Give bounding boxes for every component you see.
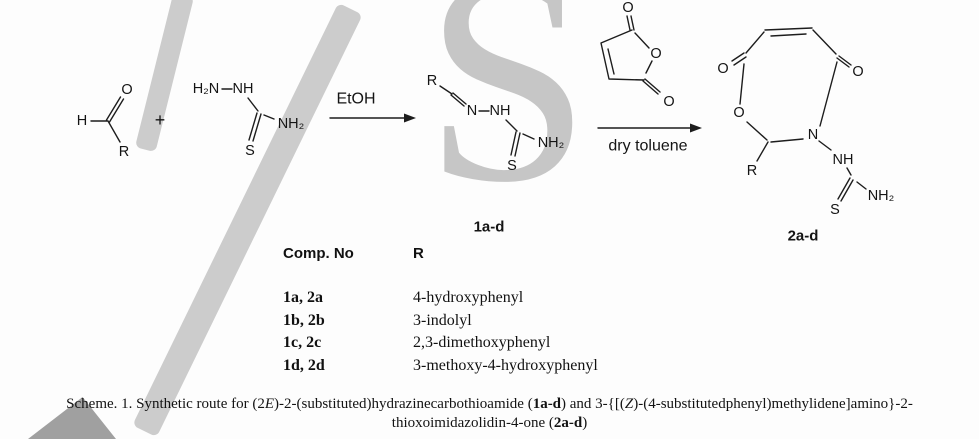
- thiosemicarbazide-structure: H₂N NH S NH₂: [193, 81, 305, 159]
- compound-numbers: 1c, 2c: [283, 334, 322, 352]
- reaction-arrow-1: EtOH: [329, 91, 416, 123]
- r-substituent: 3-methoxy-4-hydroxyphenyl: [413, 356, 598, 374]
- atom-label-nh: NH: [490, 103, 511, 119]
- bonds: [600, 15, 661, 95]
- watermark-letter: S: [424, 0, 591, 244]
- bonds: [731, 27, 867, 202]
- atom-label-nh: NH: [833, 152, 854, 168]
- atom-label-o-right: O: [852, 64, 863, 80]
- atom-label-o: O: [121, 82, 132, 98]
- r-group-label: R: [119, 144, 129, 160]
- plus-sign: +: [155, 110, 166, 130]
- atom-label-o-bottom: O: [663, 94, 674, 110]
- atom-label-n: N: [808, 127, 818, 143]
- maleic-anhydride-structure: O O O: [600, 0, 675, 110]
- atom-label-o-top: O: [622, 0, 633, 16]
- atom-label-h2n: H₂N: [193, 81, 220, 97]
- r-group-label: R: [427, 73, 437, 89]
- atom-label-s: S: [830, 202, 840, 218]
- table-row: 1b, 2b 3-indolyl: [283, 310, 598, 333]
- atom-label-o-ring: O: [733, 105, 744, 121]
- reagent-label: EtOH: [336, 91, 375, 108]
- arrowhead: [690, 123, 702, 133]
- table-row: 1a, 2a 4-hydroxyphenyl: [283, 287, 598, 310]
- r-group-label: R: [747, 163, 757, 179]
- caption-line-2: thioxoimidazolidin-4-one (2a-d): [391, 415, 588, 431]
- atom-label-s: S: [507, 158, 517, 174]
- r-substituent: 3-indolyl: [413, 311, 472, 329]
- compound-label-2ad: 2a-d: [788, 228, 819, 245]
- compound-label-1ad: 1a-d: [474, 219, 505, 236]
- table-header-row: Comp. No R: [283, 245, 598, 265]
- atom-label-o-left: O: [717, 61, 728, 77]
- reaction-arrow-2: dry toluene: [597, 123, 702, 155]
- atom-label-nh2: NH₂: [538, 135, 565, 151]
- r-substituent: 4-hydroxyphenyl: [413, 289, 524, 307]
- product-structure: O O O N NH R S NH₂ 2a-d: [717, 27, 895, 245]
- atom-label-h: H: [77, 113, 87, 129]
- header-comp-no: Comp. No: [283, 245, 354, 262]
- table-row: 1d, 2d 3-methoxy-4-hydroxyphenyl: [283, 355, 598, 378]
- reaction-scheme: H O R + H₂N NH S NH₂ EtOH R N NH S NH₂ 1…: [77, 0, 895, 245]
- atom-label-o-ring: O: [650, 46, 661, 62]
- solvent-label: dry toluene: [608, 138, 687, 155]
- compound-numbers: 1d, 2d: [283, 356, 325, 374]
- atom-label-n: N: [467, 103, 477, 119]
- arrowhead: [404, 113, 416, 123]
- header-r: R: [413, 245, 424, 262]
- table-row: 1c, 2c 2,3-dimethoxyphenyl: [283, 332, 598, 355]
- bonds: [439, 85, 535, 157]
- compound-numbers: 1a, 2a: [283, 289, 323, 307]
- substituent-table: Comp. No R 1a, 2a 4-hydroxyphenyl 1b, 2b…: [283, 245, 598, 377]
- bonds: [90, 96, 125, 143]
- bonds: [221, 88, 275, 142]
- aldehyde-structure: H O R: [77, 82, 133, 160]
- atom-label-nh2: NH₂: [278, 116, 305, 132]
- scheme-caption: Scheme. 1. Synthetic route for (2E)-2-(s…: [0, 395, 979, 433]
- r-substituent: 2,3-dimethoxyphenyl: [413, 334, 551, 352]
- atom-label-nh2: NH₂: [868, 188, 895, 204]
- hydrazone-structure: R N NH S NH₂ 1a-d: [427, 73, 565, 236]
- caption-line-1: Scheme. 1. Synthetic route for (2E)-2-(s…: [66, 396, 913, 412]
- compound-numbers: 1b, 2b: [283, 311, 325, 329]
- atom-label-s: S: [245, 143, 255, 159]
- atom-label-nh: NH: [233, 81, 254, 97]
